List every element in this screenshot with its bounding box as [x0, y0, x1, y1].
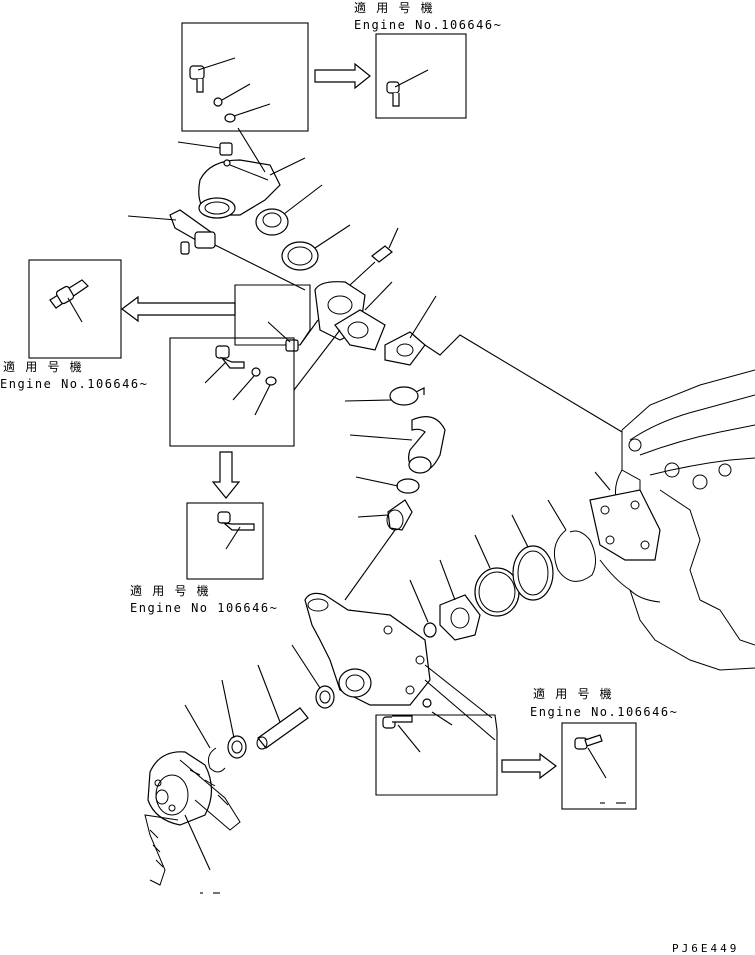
note-bottom-right: 適 用 号 機 Engine No.106646~ — [530, 686, 678, 719]
plug-sensor — [349, 227, 399, 286]
arrow-left-icon — [121, 295, 236, 323]
detail-box-sensor-bolt — [234, 284, 319, 352]
v-belt — [144, 759, 241, 886]
detail-box-bottom-left — [186, 502, 264, 580]
impeller — [439, 559, 481, 641]
detail-box-middle — [169, 329, 341, 447]
note-engine-number: Engine No.106646~ — [0, 377, 148, 391]
arrow-right-icon — [501, 752, 557, 780]
snap-ring — [547, 499, 596, 582]
detail-box-left — [28, 259, 122, 359]
note-engine-number: Engine No.106646~ — [530, 705, 678, 719]
impeller-nut — [409, 579, 437, 638]
water-hose — [349, 416, 446, 474]
note-heading: 適 用 号 機 — [354, 0, 434, 15]
drawing-code: PJ6E449 — [672, 942, 739, 955]
temperature-sensor — [127, 209, 306, 291]
note-heading: 適 用 号 機 — [533, 686, 613, 701]
fan-pulley — [147, 751, 213, 871]
housing-gasket — [384, 295, 623, 433]
note-bottom-left: 適 用 号 機 Engine No 106646~ — [130, 583, 278, 615]
hose-clamp-upper — [344, 386, 425, 406]
detail-box-top-right — [375, 33, 467, 119]
note-heading: 適 用 号 機 — [3, 359, 83, 374]
pump-bearing — [291, 644, 335, 709]
pump-shaft — [256, 664, 309, 750]
retaining-ring — [221, 679, 247, 759]
hose-clamp-lower — [355, 476, 420, 494]
thermostat-housing — [314, 281, 393, 351]
thermostat — [255, 184, 323, 236]
circlip — [184, 704, 226, 773]
arrow-down-icon — [211, 451, 241, 499]
arrow-right-icon — [314, 62, 371, 90]
note-engine-number: Engine No 106646~ — [130, 601, 278, 615]
thermostat-cover — [177, 127, 306, 219]
bypass-hose — [344, 499, 413, 601]
detail-box-pump-bolts — [375, 698, 498, 796]
note-top-right: 適 用 号 機 Engine No.106646~ — [354, 0, 502, 32]
thermostat-seal — [281, 224, 351, 271]
pump-gasket-plate — [589, 471, 661, 561]
note-heading: 適 用 号 機 — [130, 583, 210, 598]
detail-box-bottom-right — [561, 722, 637, 810]
water-pump — [304, 592, 496, 741]
engine-block — [599, 369, 755, 671]
o-ring — [474, 534, 520, 617]
detail-box-top-left — [181, 22, 309, 132]
note-left: 適 用 号 機 Engine No.106646~ — [0, 359, 148, 391]
note-engine-number: Engine No.106646~ — [354, 18, 502, 32]
seal-plate — [511, 514, 554, 601]
